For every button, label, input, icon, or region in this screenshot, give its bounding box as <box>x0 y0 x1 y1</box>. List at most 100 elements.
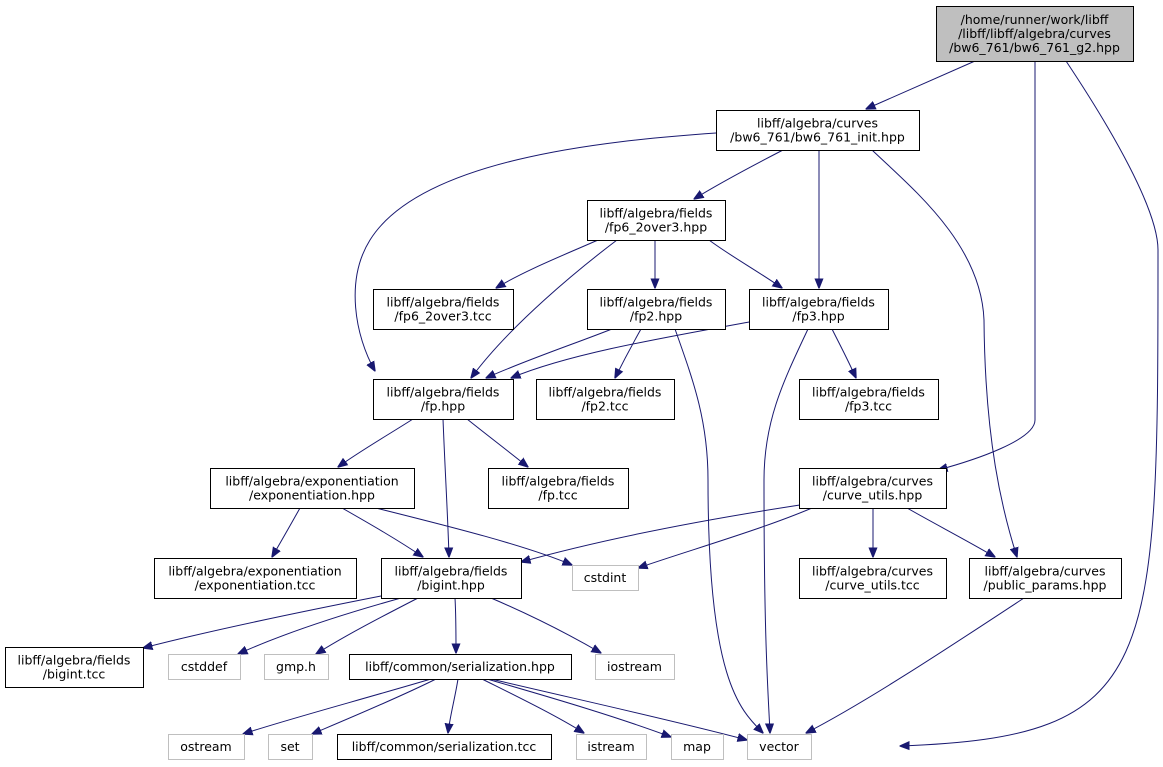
node-label-line: /fp2.tcc <box>581 399 628 414</box>
node-label-line: ostream <box>180 739 231 754</box>
node-ostream: ostream <box>168 734 245 760</box>
node-box <box>587 200 726 241</box>
node-box <box>349 654 572 680</box>
edges-layer <box>143 60 1159 746</box>
node-bigint-hpp[interactable]: libff/algebra/fields/bigint.hpp <box>381 558 522 599</box>
edge-expo_hpp-to-cstdint <box>375 507 572 565</box>
node-box <box>488 468 629 509</box>
node-bw6-init[interactable]: libff/algebra/curves/bw6_761/bw6_761_ini… <box>716 110 920 151</box>
node-box <box>373 379 514 420</box>
node-cstddef: cstddef <box>168 654 241 680</box>
node-fp3-hpp[interactable]: libff/algebra/fields/fp3.hpp <box>749 289 889 330</box>
node-gmp-h: gmp.h <box>264 654 329 680</box>
edge-expo_hpp-to-expo_tcc <box>272 507 301 557</box>
node-box <box>595 654 675 680</box>
node-vector: vector <box>747 734 812 760</box>
node-label-line: /fp6_2over3.tcc <box>394 309 491 324</box>
node-label-line: /home/runner/work/libff <box>961 12 1109 27</box>
edge-bigint_hpp-to-iostream <box>490 597 601 653</box>
node-fp-hpp[interactable]: libff/algebra/fields/fp.hpp <box>373 379 514 420</box>
edge-curve_utils_hpp-to-cstdint <box>638 507 813 568</box>
node-label-line: libff/algebra/fields <box>387 385 500 400</box>
node-box <box>168 654 241 680</box>
node-fp6-2over3-hpp[interactable]: libff/algebra/fields/fp6_2over3.hpp <box>587 200 726 241</box>
node-box <box>587 289 726 330</box>
node-label-line: set <box>280 739 299 754</box>
node-label-line: libff/algebra/fields <box>600 206 713 221</box>
node-label-line: /bw6_761/bw6_761_g2.hpp <box>949 40 1120 55</box>
edge-fp6_2over3_hpp-to-fp_hpp <box>471 239 618 378</box>
node-fp3-tcc[interactable]: libff/algebra/fields/fp3.tcc <box>799 379 939 420</box>
node-fp2-hpp[interactable]: libff/algebra/fields/fp2.hpp <box>587 289 726 330</box>
edge-serialization_hpp-to-istream <box>481 678 584 733</box>
node-label-line: iostream <box>607 659 662 674</box>
node-box <box>799 468 947 509</box>
node-label-line: /fp.tcc <box>538 488 577 503</box>
node-label-line: libff/algebra/fields <box>395 564 508 579</box>
node-box <box>671 734 724 760</box>
node-label-line: libff/algebra/curves <box>757 116 878 131</box>
nodes-layer: /home/runner/work/libff/libff/libff/alge… <box>5 6 1134 760</box>
edge-fp2_hpp-to-fp_hpp <box>486 328 613 378</box>
node-box <box>749 289 889 330</box>
node-box <box>536 379 675 420</box>
node-serialization-hpp[interactable]: libff/common/serialization.hpp <box>349 654 572 680</box>
edge-fp_hpp-to-fp_tcc <box>466 418 528 467</box>
node-label-line: libff/algebra/exponentiation <box>225 474 398 489</box>
edge-bigint_hpp-to-gmp_h <box>316 597 419 654</box>
node-label-line: libff/algebra/fields <box>502 474 615 489</box>
node-label-line: /curve_utils.tcc <box>825 578 920 593</box>
node-box <box>381 558 522 599</box>
node-fp6-2over3-tcc[interactable]: libff/algebra/fields/fp6_2over3.tcc <box>373 289 514 330</box>
node-curve-utils-hpp[interactable]: libff/algebra/curves/curve_utils.hpp <box>799 468 947 509</box>
edge-serialization_hpp-to-set <box>312 678 437 734</box>
node-box <box>576 734 647 760</box>
edge-root-to-vector <box>900 60 1159 746</box>
edge-fp2_hpp-to-fp2_tcc <box>615 328 642 378</box>
node-box <box>969 558 1122 599</box>
node-box <box>168 734 245 760</box>
node-label-line: /bw6_761/bw6_761_init.hpp <box>730 130 905 145</box>
node-fp-tcc[interactable]: libff/algebra/fields/fp.tcc <box>488 468 629 509</box>
node-bigint-tcc[interactable]: libff/algebra/fields/bigint.tcc <box>5 647 144 688</box>
node-label-line: /bigint.tcc <box>43 667 106 682</box>
node-label-line: cstddef <box>181 659 228 674</box>
edge-serialization_hpp-to-vector <box>490 678 747 740</box>
node-box <box>572 565 639 591</box>
node-expo-tcc[interactable]: libff/algebra/exponentiation/exponentiat… <box>154 558 357 599</box>
node-label-line: libff/common/serialization.tcc <box>352 739 537 754</box>
edge-bigint_hpp-to-bigint_tcc <box>143 595 382 648</box>
node-root[interactable]: /home/runner/work/libff/libff/libff/alge… <box>936 6 1134 62</box>
node-public-params[interactable]: libff/algebra/curves/public_params.hpp <box>969 558 1122 599</box>
node-label-line: /fp6_2over3.hpp <box>605 220 707 235</box>
node-label-line: /bigint.hpp <box>417 578 485 593</box>
node-label-line: /public_params.hpp <box>984 578 1107 593</box>
node-curve-utils-tcc[interactable]: libff/algebra/curves/curve_utils.tcc <box>799 558 947 599</box>
edge-bw6_init-to-fp_hpp <box>354 132 717 371</box>
node-label-line: /fp3.tcc <box>845 399 892 414</box>
node-expo-hpp[interactable]: libff/algebra/exponentiation/exponentiat… <box>210 468 415 509</box>
node-label-line: cstdint <box>584 570 627 585</box>
node-cstdint: cstdint <box>572 565 639 591</box>
node-fp2-tcc[interactable]: libff/algebra/fields/fp2.tcc <box>536 379 675 420</box>
node-serialization-tcc[interactable]: libff/common/serialization.tcc <box>337 734 552 760</box>
node-label-line: libff/algebra/curves <box>985 564 1106 579</box>
node-box <box>747 734 812 760</box>
node-box <box>799 558 947 599</box>
edge-fp6_2over3_hpp-to-fp3_hpp <box>708 239 782 288</box>
node-label-line: libff/algebra/fields <box>812 385 925 400</box>
node-label-line: libff/algebra/fields <box>549 385 662 400</box>
node-box <box>337 734 552 760</box>
edge-fp_hpp-to-expo_hpp <box>338 418 414 467</box>
node-label-line: /exponentiation.tcc <box>195 578 316 593</box>
node-label-line: libff/algebra/exponentiation <box>168 564 341 579</box>
node-set: set <box>268 734 313 760</box>
node-label-line: vector <box>759 739 800 754</box>
node-box <box>936 6 1134 62</box>
node-box <box>373 289 514 330</box>
node-iostream: iostream <box>595 654 675 680</box>
edge-bigint_hpp-to-serialization_hpp <box>455 597 456 653</box>
node-label-line: /fp.hpp <box>421 399 465 414</box>
edge-expo_hpp-to-bigint_hpp <box>341 507 423 557</box>
